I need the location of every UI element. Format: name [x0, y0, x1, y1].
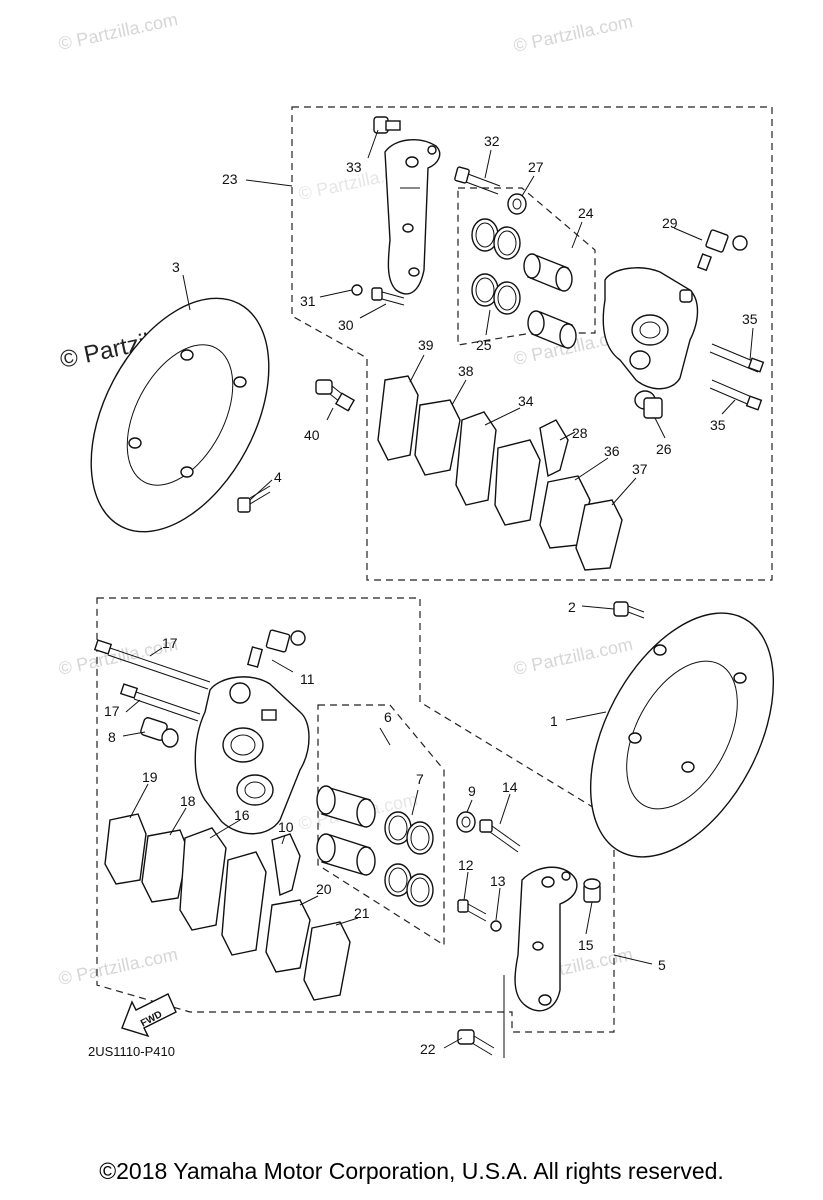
group-outline-6	[317, 704, 445, 947]
group-outline-5	[96, 597, 615, 1033]
caliper-body-bottom	[194, 676, 310, 835]
callout-30: 30	[338, 317, 354, 333]
callout-labels: 1 2 3 4 5 6 7 8 9 10 11 12 13 14 15 16 1…	[104, 133, 758, 1057]
pistons-24	[523, 253, 577, 349]
slide-pin-17b	[119, 683, 201, 722]
callout-36: 36	[604, 443, 620, 459]
bushing-15	[583, 878, 601, 903]
callout-19: 19	[142, 769, 158, 785]
callout-9: 9	[468, 783, 476, 799]
slide-pin-35a	[709, 343, 765, 373]
bushing-26	[634, 390, 663, 419]
disc-bolt-4	[237, 485, 271, 513]
callout-14: 14	[502, 779, 518, 795]
caliper-body-top	[602, 267, 699, 390]
washer-31	[351, 284, 363, 296]
callout-34: 34	[518, 393, 534, 409]
diagram-code: 2US1110-P410	[88, 1044, 175, 1059]
callout-11: 11	[300, 671, 315, 687]
bolt-22	[457, 1029, 495, 1056]
caliper-bracket-top	[384, 139, 441, 295]
callout-22: 22	[420, 1041, 436, 1057]
callout-1: 1	[550, 713, 558, 729]
callout-10: 10	[278, 819, 294, 835]
callout-28: 28	[572, 425, 588, 441]
watermark: © Partzilla.com	[57, 9, 180, 54]
watermark: © Partzilla.com	[512, 634, 635, 679]
washer-13	[490, 920, 502, 932]
callout-24: 24	[578, 205, 594, 221]
callout-15: 15	[578, 937, 594, 953]
callout-25: 25	[476, 337, 492, 353]
callout-2: 2	[568, 599, 576, 615]
group-outline-24	[457, 187, 596, 346]
callout-35a: 35	[742, 311, 758, 327]
callout-29: 29	[662, 215, 678, 231]
bleeder-11	[246, 629, 306, 668]
callout-16: 16	[234, 807, 250, 823]
pad-shims-top	[377, 375, 623, 571]
bolt-32	[454, 166, 501, 195]
watermark: © Partzilla.com	[512, 11, 635, 56]
leader-lines	[122, 129, 754, 1058]
callout-23: 23	[222, 171, 238, 187]
callout-40: 40	[304, 427, 320, 443]
callout-21: 21	[354, 905, 370, 921]
bolt-14	[479, 819, 521, 853]
bushing-27	[507, 193, 527, 215]
group-outline-23	[291, 106, 773, 581]
bushing-9	[456, 811, 476, 833]
seal-kit-7	[384, 811, 434, 907]
callout-32: 32	[484, 133, 500, 149]
pistons-6	[316, 785, 376, 876]
bleeder-29	[696, 229, 748, 272]
callout-17b: 17	[104, 703, 120, 719]
callout-37: 37	[632, 461, 648, 477]
callout-12: 12	[458, 857, 474, 873]
callout-13: 13	[490, 873, 506, 889]
brake-disc-front	[589, 612, 775, 858]
forward-arrow-icon: FWD	[121, 993, 177, 1038]
callout-3: 3	[172, 259, 180, 275]
slide-pin-17a	[93, 639, 211, 690]
callout-33: 33	[346, 159, 362, 175]
callout-6: 6	[384, 709, 392, 725]
callout-20: 20	[316, 881, 332, 897]
callout-8: 8	[108, 729, 116, 745]
seal-kit-25	[471, 218, 521, 315]
callout-39: 39	[418, 337, 434, 353]
disc-bolt-2	[613, 601, 645, 619]
copyright-notice: ©2018 Yamaha Motor Corporation, U.S.A. A…	[99, 1158, 724, 1184]
pin-30	[371, 287, 405, 306]
brake-disc-rear	[90, 297, 270, 533]
bushing-8	[140, 717, 179, 748]
caliper-bracket-bottom	[514, 866, 578, 1012]
callout-17a: 17	[162, 635, 178, 651]
bolt-33	[373, 116, 401, 134]
slide-pin-35b	[709, 379, 763, 411]
callout-18: 18	[180, 793, 196, 809]
pin-12	[457, 899, 487, 922]
callout-7: 7	[416, 771, 424, 787]
callout-35b: 35	[710, 417, 726, 433]
bolt-40	[315, 379, 356, 412]
callout-38: 38	[458, 363, 474, 379]
callout-5: 5	[658, 957, 666, 973]
callout-4: 4	[274, 469, 282, 485]
callout-27: 27	[528, 159, 544, 175]
callout-31: 31	[300, 293, 316, 309]
pad-shims-bottom	[104, 813, 351, 1001]
callout-26: 26	[656, 441, 672, 457]
watermark: © Partzilla.com	[57, 944, 180, 989]
